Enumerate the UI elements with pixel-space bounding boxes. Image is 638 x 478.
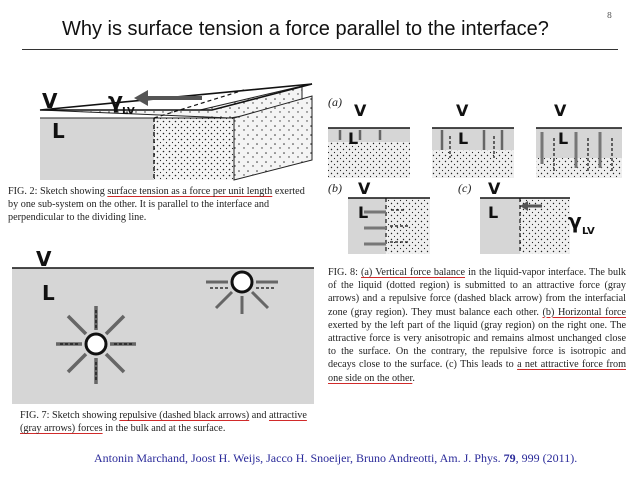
fig8-b-l: L: [358, 203, 368, 222]
title-divider: [22, 49, 618, 50]
fig8-panel-c: V L γ LV: [480, 179, 595, 254]
fig8-c-v: V: [488, 179, 501, 198]
fig8-a1-l: L: [348, 129, 358, 148]
slide-number: 8: [606, 11, 612, 20]
fig8-caption-text-2: exerted by the left part of the liquid (…: [328, 319, 626, 371]
slide-title: Why is surface tension a force parallel …: [62, 18, 549, 40]
fig8-panel-a3: V L: [536, 101, 622, 178]
fig8-caption-part-2: (b) Horizontal force: [542, 306, 627, 318]
fig7-caption-post: in the bulk and at the surface.: [105, 423, 226, 435]
fig7-caption-highlight-2: attractive (gray arrows) forces: [20, 410, 307, 435]
fig7-caption: FIG. 7: Sketch showing repulsive (dashed…: [20, 409, 316, 435]
fig2-caption: FIG. 2: Sketch showing surface tension a…: [8, 185, 316, 225]
fig2-label-v: V: [42, 89, 58, 113]
fig7-caption-highlight-1: repulsive (dashed black arrows): [119, 410, 250, 421]
fig8-a3-v: V: [554, 101, 567, 120]
fig8-panel-b-label: (b): [328, 181, 342, 195]
fig2-caption-label: FIG. 2:: [8, 186, 38, 197]
fig2-caption-post: exerted by one sub-system on the other. …: [8, 186, 305, 224]
fig8-caption-part-1: (a) Vertical force balance: [361, 267, 466, 278]
citation: Antonin Marchand, Joost H. Weijs, Jacco …: [94, 451, 577, 466]
fig8-a2-v: V: [456, 101, 469, 120]
citation-volume: 79: [503, 451, 516, 465]
fig8-a3-l: L: [558, 129, 568, 148]
fig8-b-v: V: [358, 179, 371, 198]
fig7-bulk-particle: [56, 306, 136, 384]
fig8-caption-text-3: .: [412, 372, 415, 384]
fig8-c-gamma: γ: [568, 209, 582, 233]
fig8-caption-text-1: in the liquid-vapor interface. The bulk …: [328, 267, 627, 318]
fig8-sketch: (a) V L V L V L (b) V L (: [328, 95, 622, 254]
fig8-a2-l: L: [458, 129, 468, 148]
fig8-c-gamma-sub: LV: [582, 226, 595, 237]
citation-authors: Antonin Marchand, Joost H. Weijs, Jacco …: [94, 451, 501, 465]
fig7-caption-label: FIG. 7:: [20, 410, 50, 421]
fig2-label-gamma-sub: LV: [122, 106, 135, 117]
fig8-panel-b: V L: [348, 179, 430, 254]
fig8-c-l: L: [488, 203, 498, 222]
fig2-caption-pre: Sketch showing: [39, 186, 105, 197]
fig8-panel-a-label: (a): [328, 95, 342, 109]
citation-pages: , 999 (2011).: [515, 451, 578, 465]
fig7-label-l: L: [42, 281, 55, 305]
fig2-label-gamma: γ: [108, 89, 123, 114]
fig8-panel-a2: V L: [432, 101, 514, 178]
fig2-sketch: V L γ LV: [39, 83, 313, 181]
fig8-a1-v: V: [354, 101, 367, 120]
fig8-panel-a1: V L: [328, 101, 410, 178]
fig8-caption-label: FIG. 8:: [328, 267, 358, 278]
fig7-label-v: V: [36, 248, 52, 271]
fig8-caption: FIG. 8: (a) Vertical force balance in th…: [328, 266, 626, 385]
fig2-label-l: L: [52, 119, 65, 143]
fig7-caption-mid: and: [251, 410, 267, 421]
fig7-caption-pre: Sketch showing: [51, 410, 117, 421]
fig8-caption-part-3: a net attractive force from one side on …: [328, 359, 626, 384]
fig7-surface-particle: [206, 270, 278, 314]
fig2-caption-highlight: surface tension as a force per unit leng…: [107, 186, 273, 197]
fig8-panel-c-label: (c): [458, 181, 471, 195]
fig7-sketch: V L: [12, 248, 314, 404]
